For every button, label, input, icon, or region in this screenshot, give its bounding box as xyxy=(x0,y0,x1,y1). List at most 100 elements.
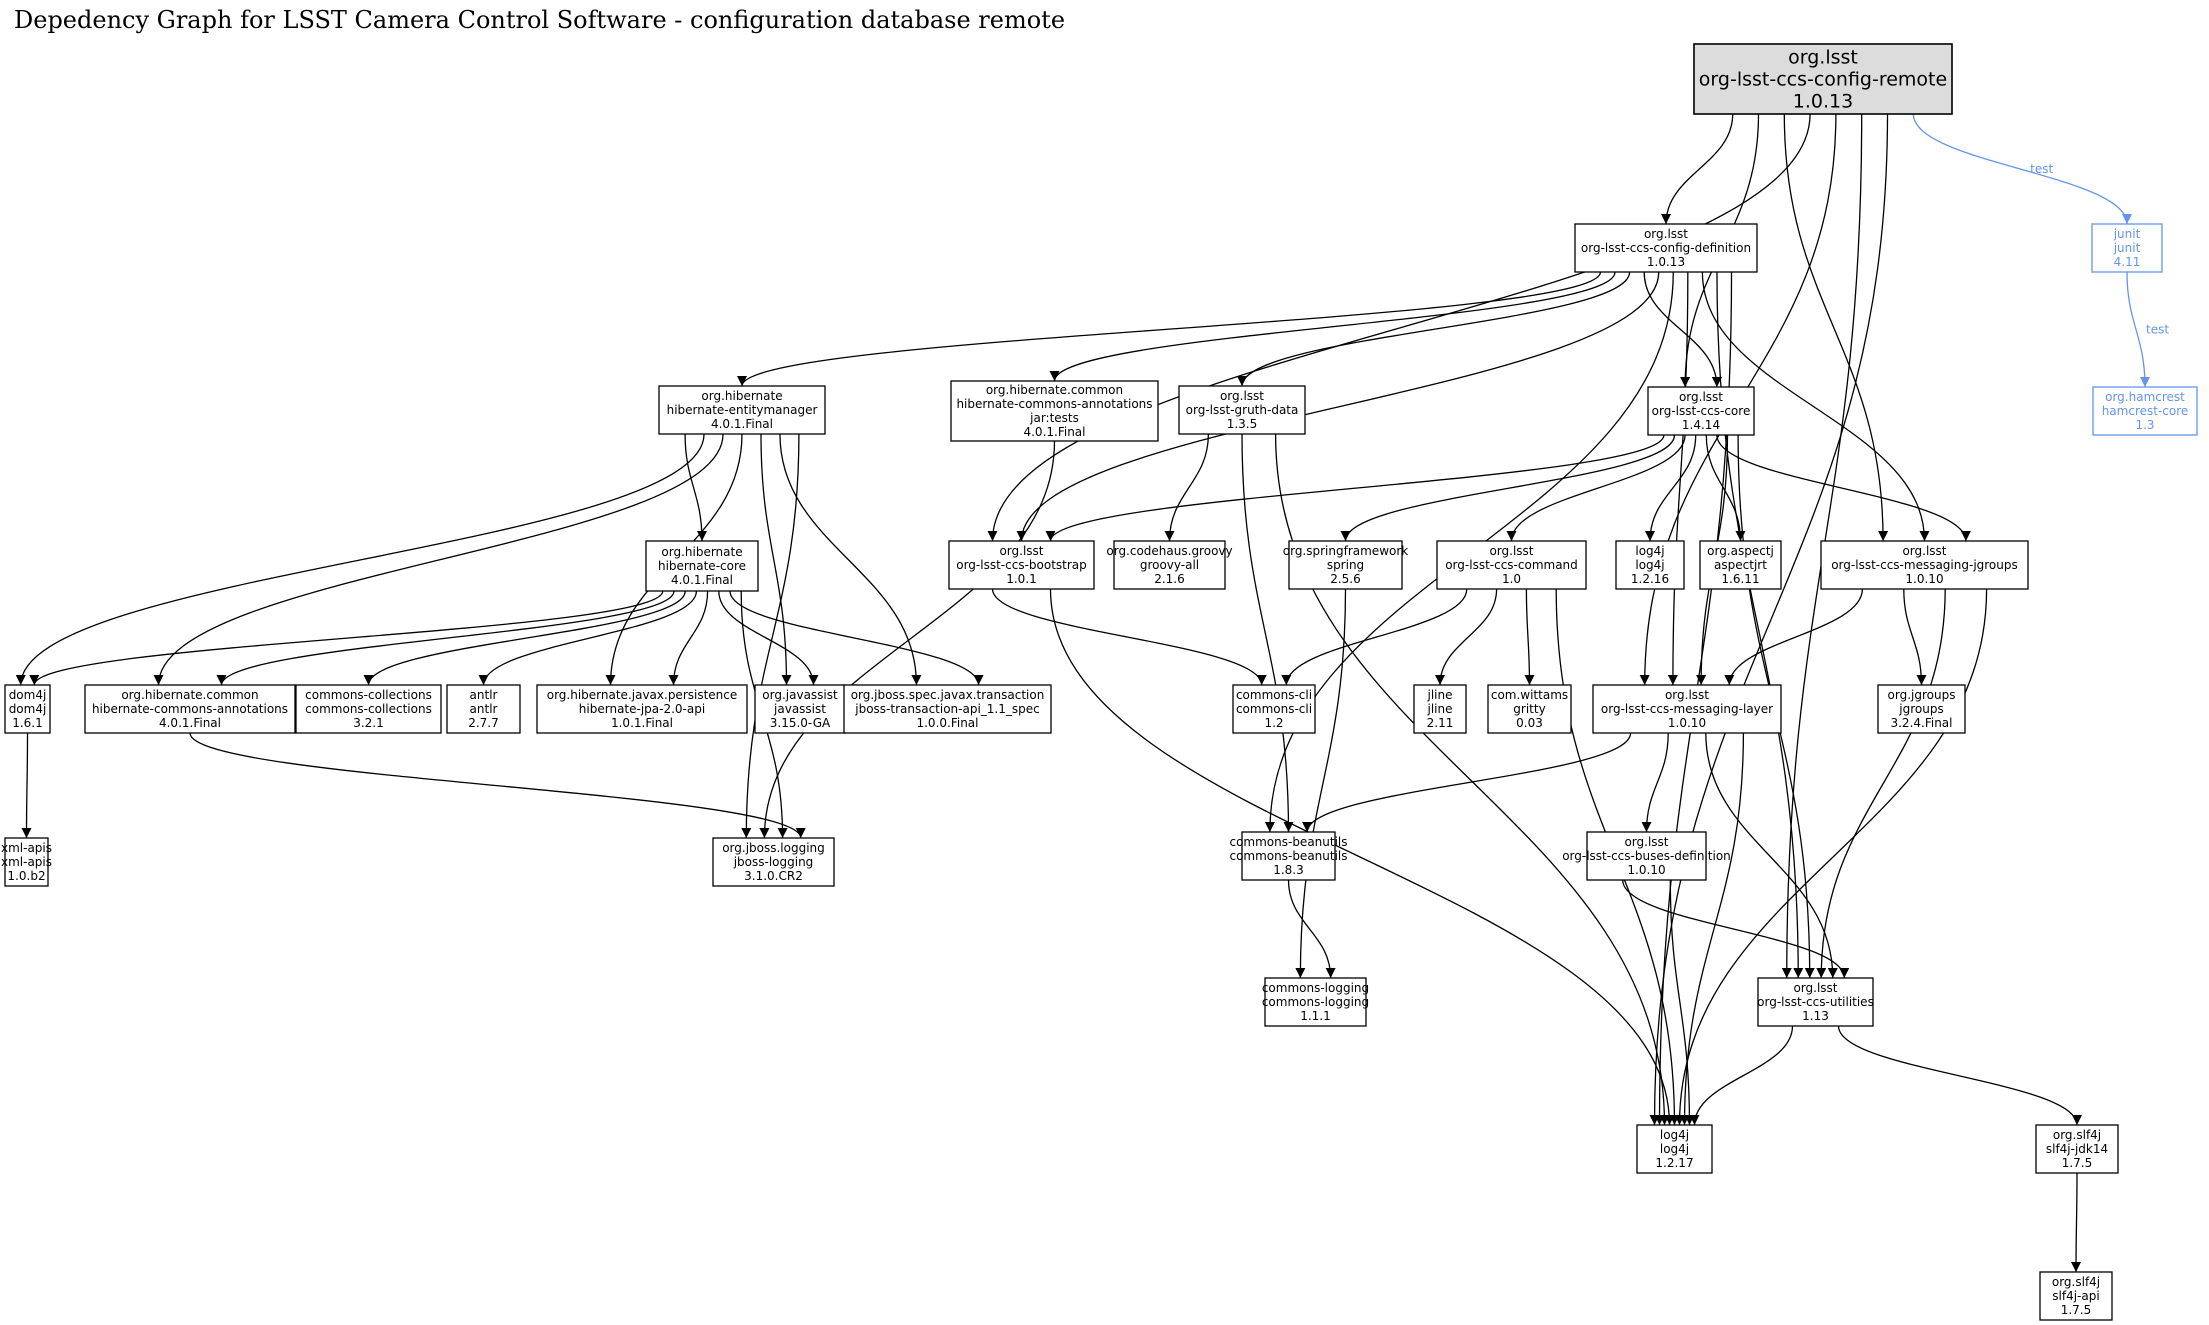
edge-utilities-to-slf4j-jdk14 xyxy=(1837,1025,2082,1126)
edge-beanutils-to-logging xyxy=(1287,879,1336,979)
node-label-line: 1.0.1 xyxy=(1006,572,1037,586)
edge-bootstrap-to-cli xyxy=(991,588,1267,686)
node-label-line: 1.2.17 xyxy=(1655,1156,1693,1170)
node-label-line: dom4j xyxy=(9,702,47,716)
edge-label: test xyxy=(2030,162,2053,176)
node-label-line: 1.6.11 xyxy=(1721,572,1759,586)
edge-h-em-to-h-core xyxy=(684,433,707,542)
edge-h-em-to-javassist xyxy=(760,433,792,686)
node-label-line: org.jboss.logging xyxy=(722,841,825,855)
nodes-layer: org.lsstorg-lsst-ccs-config-remote1.0.13… xyxy=(1,43,2198,1321)
node-label-line: org-lsst-gruth-data xyxy=(1186,403,1299,417)
node-label-line: org.hibernate.common xyxy=(986,383,1123,397)
node-label-line: org.lsst xyxy=(1489,544,1533,558)
edge-msg-layer-to-buses xyxy=(1641,732,1669,833)
node-box xyxy=(4,837,49,887)
edge-h-core-to-jpa xyxy=(668,590,709,686)
edge-h-core-to-javassist xyxy=(718,590,819,686)
node-label-line: 1.1.1 xyxy=(1300,1009,1331,1023)
graph-node-jgroups-msg: org.lsstorg-lsst-ccs-messaging-jgroups1.… xyxy=(1820,540,2029,590)
node-box xyxy=(1413,684,1467,734)
edge-junit-to-hamcrest xyxy=(2126,271,2150,388)
node-box xyxy=(1592,684,1782,734)
node-box xyxy=(446,684,521,734)
node-box xyxy=(712,837,835,887)
node-label-line: 4.0.1.Final xyxy=(1023,425,1085,439)
edge-h-core-to-dom4j xyxy=(29,590,664,686)
edge-config-def-to-jgroups-msg xyxy=(1701,271,1930,542)
node-label-line: commons-beanutils xyxy=(1229,849,1347,863)
graph-node-collections: commons-collectionscommons-collections3.… xyxy=(295,684,442,734)
node-box xyxy=(2091,223,2163,273)
node-label-line: javassist xyxy=(773,702,826,716)
node-label-line: commons-cli xyxy=(1236,702,1312,716)
node-label-line: org-lsst-ccs-config-definition xyxy=(1581,241,1751,255)
node-box xyxy=(295,684,442,734)
node-label-line: jboss-transaction-api_1.1_spec xyxy=(854,702,1039,716)
node-label-line: org.lsst xyxy=(1793,981,1837,995)
node-label-line: jgroups xyxy=(1898,702,1943,716)
node-label-line: org.lsst xyxy=(1644,227,1688,241)
graph-node-buses: org.lsstorg-lsst-ccs-buses-definition1.0… xyxy=(1562,831,1731,881)
node-label-line: org-lsst-ccs-messaging-layer xyxy=(1601,702,1773,716)
node-box xyxy=(1232,684,1316,734)
edge-spring-to-logging xyxy=(1295,588,1347,979)
node-label-line: org.hibernate xyxy=(701,389,782,403)
node-label-line: commons-logging xyxy=(1262,981,1369,995)
node-label-line: 1.8.3 xyxy=(1273,863,1304,877)
node-label-line: 1.0.0.Final xyxy=(916,716,978,730)
node-label-line: org.slf4j xyxy=(2052,1275,2100,1289)
edge-h-core-to-antlr xyxy=(478,590,698,686)
node-label-line: 1.2.16 xyxy=(1631,572,1669,586)
node-label-line: groovy-all xyxy=(1140,558,1199,572)
node-label-line: jline xyxy=(1427,688,1453,702)
node-label-line: hibernate-commons-annotations xyxy=(956,397,1152,411)
graph-node-h-em: org.hibernatehibernate-entitymanager4.0.… xyxy=(658,385,826,435)
edge-hca-to-jboss-log xyxy=(189,732,806,839)
node-label-line: 3.2.4.Final xyxy=(1890,716,1952,730)
node-box xyxy=(658,385,826,435)
edge-hca-tests-to-jboss-log xyxy=(759,440,1056,839)
edge-utilities-to-log4j-17 xyxy=(1689,1025,1794,1126)
node-label-line: org.jboss.spec.javax.transaction xyxy=(851,688,1045,702)
edge-config-def-to-core xyxy=(1643,271,1722,388)
node-label-line: 1.0 xyxy=(1502,572,1521,586)
node-label-line: org-lsst-ccs-core xyxy=(1652,404,1751,418)
edge-dom4j-to-xml-apis xyxy=(21,732,32,839)
node-box xyxy=(1288,540,1403,590)
node-label-line: org.springframework xyxy=(1283,544,1409,558)
node-label-line: org-lsst-ccs-buses-definition xyxy=(1562,849,1731,863)
node-label-line: org-lsst-ccs-command xyxy=(1445,558,1578,572)
node-label-line: 1.3.5 xyxy=(1227,417,1258,431)
node-label-line: jline xyxy=(1427,702,1453,716)
node-box xyxy=(948,540,1095,590)
graph-node-hca-tests: org.hibernate.commonhibernate-commons-an… xyxy=(950,380,1159,442)
edge-msg-layer-to-utilities xyxy=(1705,732,1838,979)
edge-jgroups-msg-to-utilities xyxy=(1816,588,1946,979)
edge-command-to-cli xyxy=(1281,588,1468,686)
node-label-line: org-lsst-ccs-utilities xyxy=(1757,995,1874,1009)
edge-root-to-junit xyxy=(1912,113,2132,225)
node-box xyxy=(1436,540,1587,590)
node-box xyxy=(4,684,51,734)
node-label-line: 4.11 xyxy=(2114,255,2141,269)
edge-jgroups-msg-to-msg-layer xyxy=(1724,588,1864,686)
graph-title: Depedency Graph for LSST Camera Control … xyxy=(14,6,1066,34)
node-label-line: 3.2.1 xyxy=(353,716,384,730)
node-label-line: spring xyxy=(1327,558,1364,572)
graph-node-hca: org.hibernate.commonhibernate-commons-an… xyxy=(84,684,296,734)
edge-root-to-bootstrap xyxy=(987,113,1811,542)
node-label-line: org.lsst xyxy=(1679,390,1723,404)
node-label-line: slf4j-api xyxy=(2052,1289,2099,1303)
node-box xyxy=(1241,831,1336,881)
node-label-line: commons-logging xyxy=(1262,995,1369,1009)
node-label-line: log4j xyxy=(1635,558,1664,572)
node-label-line: 1.13 xyxy=(1802,1009,1829,1023)
node-label-line: 1.3 xyxy=(2135,418,2154,432)
node-box xyxy=(536,684,748,734)
